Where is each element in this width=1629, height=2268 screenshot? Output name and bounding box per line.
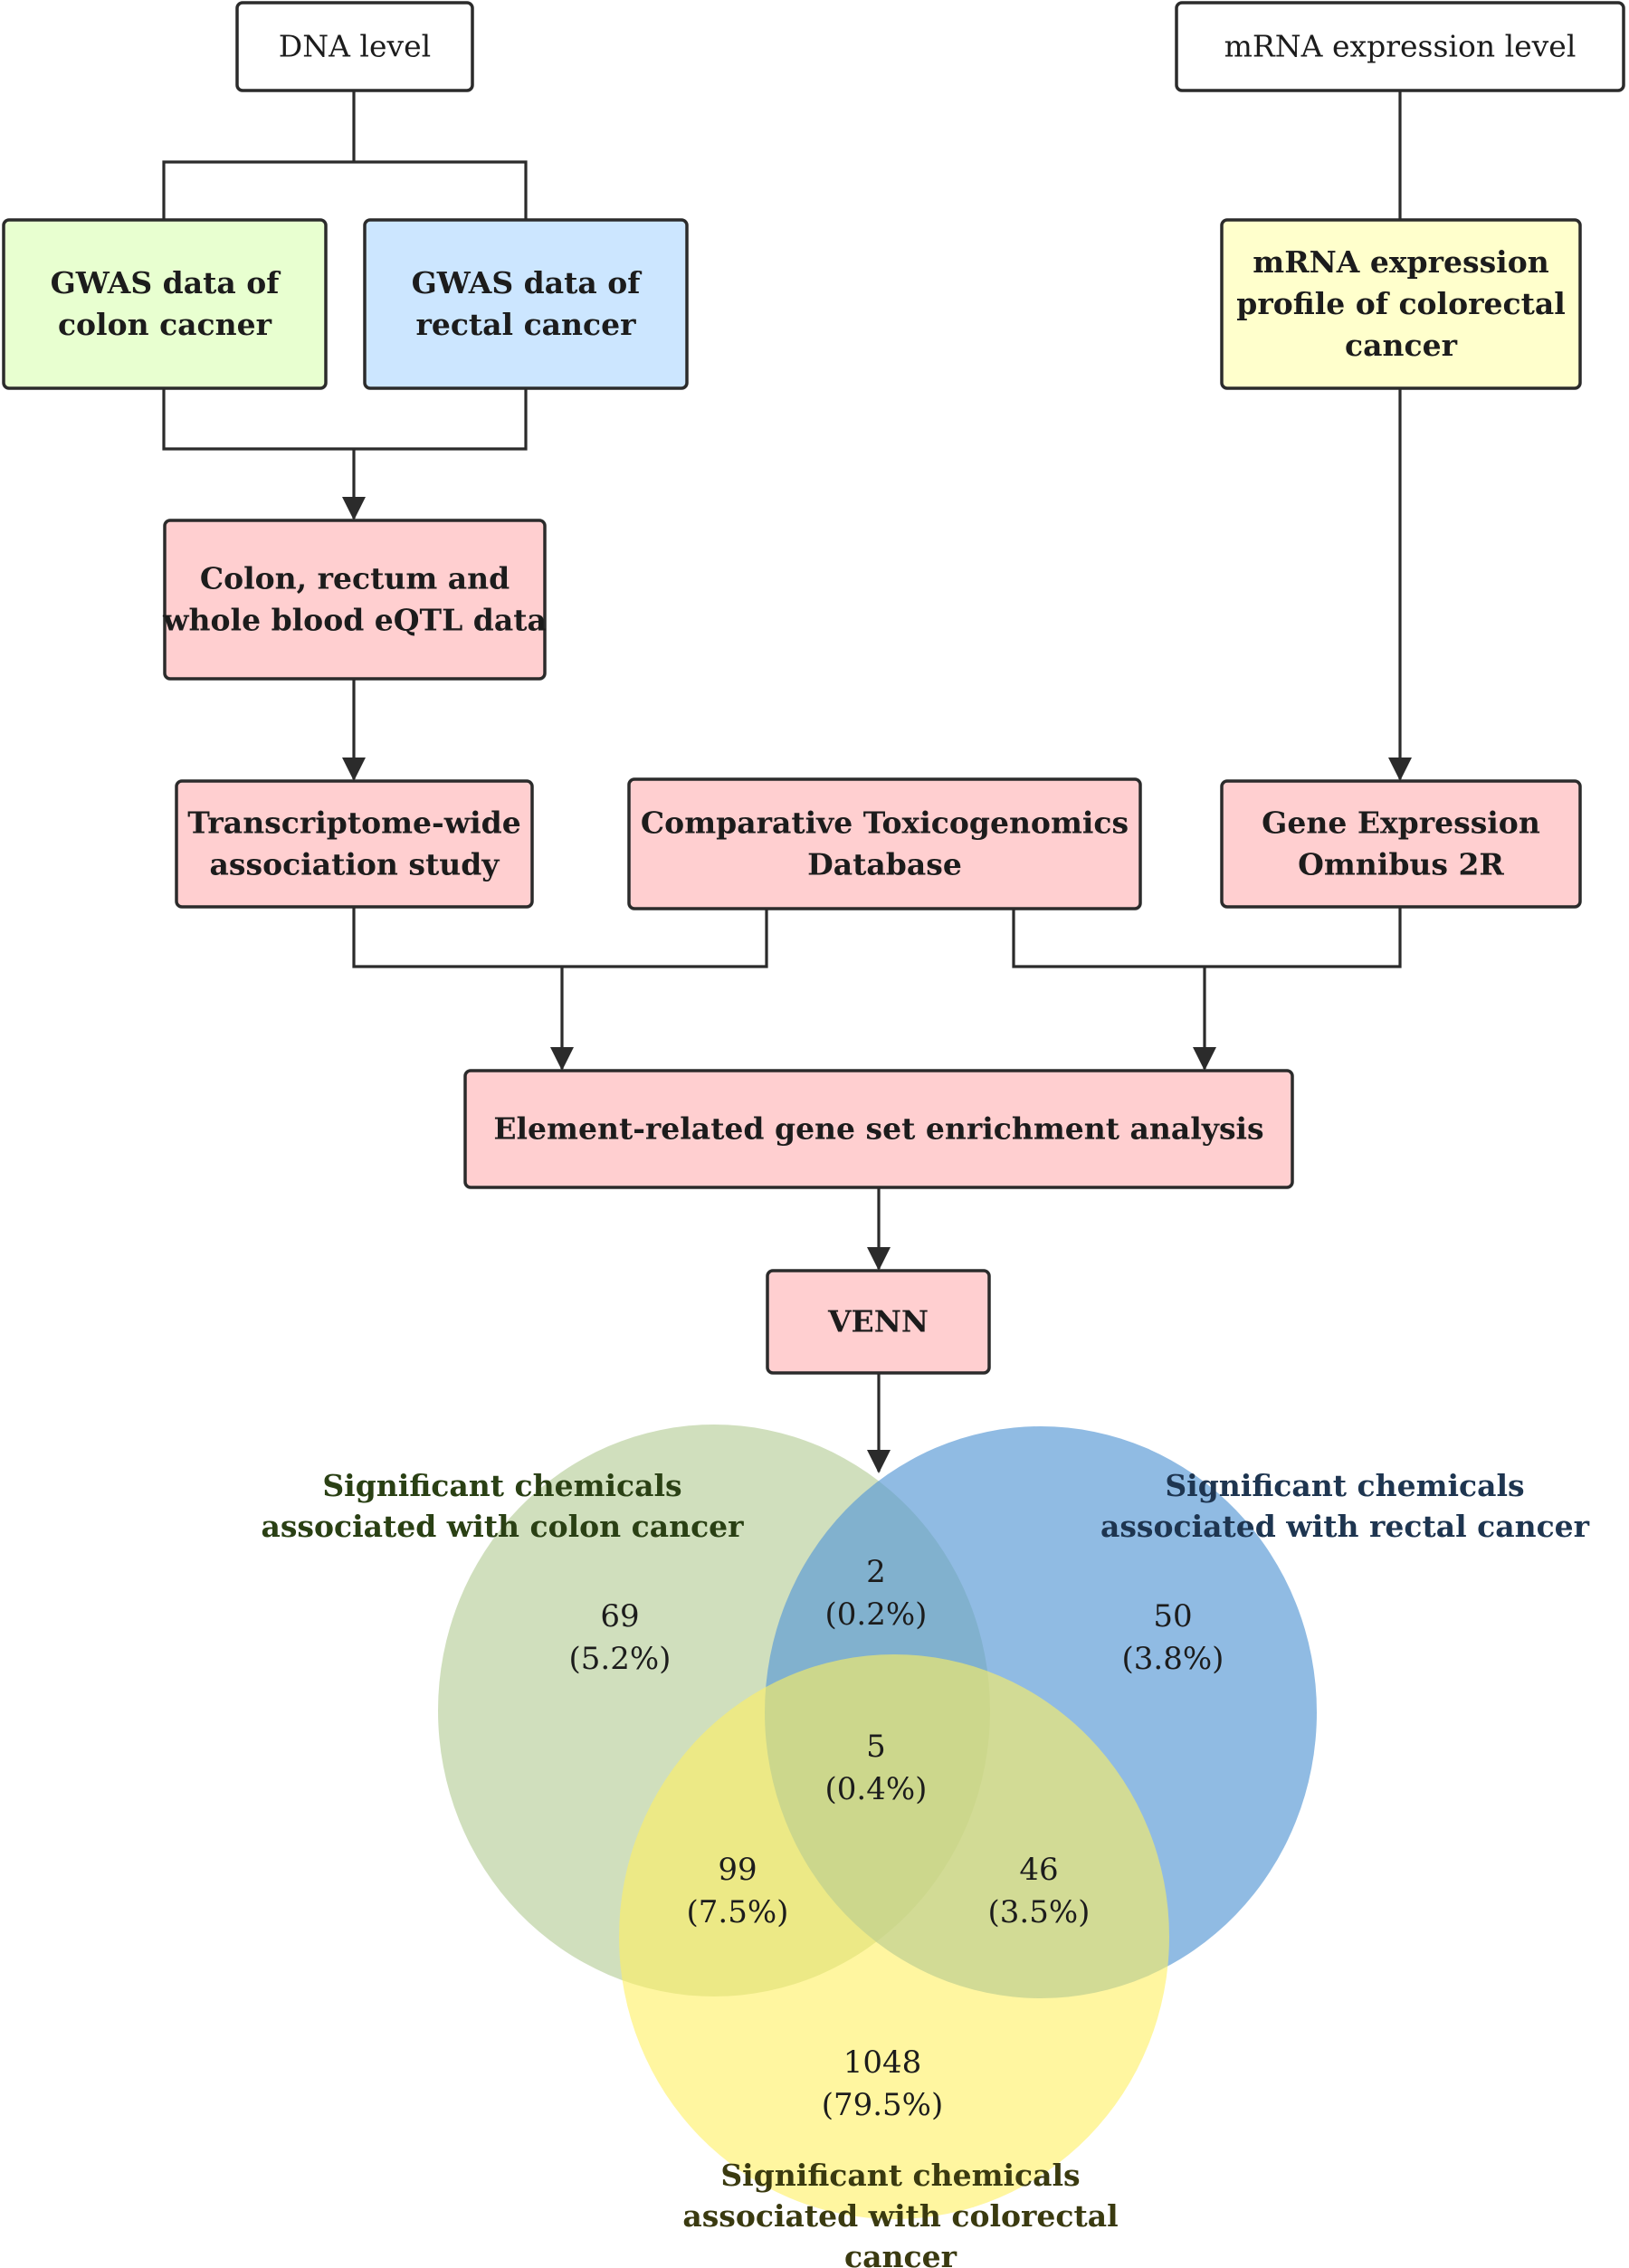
venn-percent-colon-only: (5.2%): [569, 1641, 672, 1677]
venn-region-colon-rectal: 2 (0.2%): [825, 1554, 928, 1633]
venn-diagram: [438, 1425, 1317, 2219]
venn-region-colon-colorectal: 99 (7.5%): [687, 1852, 789, 1930]
venn-region-rectal-only: 50 (3.8%): [1122, 1598, 1224, 1677]
venn-count-colon-only: 69: [600, 1598, 639, 1634]
box-dna-level-label-line: DNA level: [279, 29, 431, 64]
venn-set-label-colon-line: associated with colon cancer: [261, 1509, 744, 1544]
venn-set-label-rectal-line: associated with rectal cancer: [1100, 1509, 1590, 1544]
box-venn-frame: [766, 1269, 991, 1375]
box-eqtl-data-frame: [163, 519, 547, 681]
venn-set-label-colon: Significant chemicals associated with col…: [261, 1468, 744, 1544]
venn-count-rectal-colorectal: 46: [1019, 1852, 1058, 1888]
box-ctd-frame: [627, 777, 1142, 910]
box-mrna-profile-label-line: cancer: [1345, 328, 1458, 363]
venn-count-all-three: 5: [866, 1729, 886, 1765]
venn-set-label-colorectal-line: associated with colorectal: [682, 2198, 1118, 2234]
box-gwas-rectal: GWAS data of rectal cancer: [363, 218, 689, 390]
box-gwas-colon-frame: [2, 218, 328, 390]
venn-percent-rectal-colorectal: (3.5%): [988, 1894, 1091, 1930]
connector-twas-ctd-merge: [352, 907, 768, 968]
box-mrna-level-frame: [1175, 1, 1625, 92]
box-geo-label-line: Omnibus 2R: [1298, 847, 1504, 882]
venn-region-all-three: 5 (0.4%): [825, 1729, 928, 1807]
venn-count-rectal-only: 50: [1153, 1598, 1192, 1634]
box-venn-label-line: VENN: [827, 1304, 929, 1339]
connector-gwas-merge: [162, 388, 528, 451]
box-twas-label-line: Transcriptome-wide: [187, 805, 520, 841]
box-ctd-label-line: Database: [807, 847, 962, 882]
venn-percent-all-three: (0.4%): [825, 1771, 928, 1807]
box-mrna-level-label-line: mRNA expression level: [1224, 29, 1577, 64]
box-eqtl-data-label-line: Colon, rectum and: [200, 561, 510, 596]
box-mrna-profile-label-line: profile of colorectal: [1236, 286, 1565, 321]
box-egsea: Element-related gene set enrichment anal…: [463, 1069, 1294, 1189]
box-gwas-rectal-label-line: GWAS data of: [412, 265, 643, 300]
box-egsea-label-line: Element-related gene set enrichment anal…: [493, 1111, 1263, 1147]
box-gwas-colon-label-line: GWAS data of: [51, 265, 281, 300]
venn-region-colorectal-only: 1048 (79.5%): [822, 2044, 944, 2123]
venn-set-label-colorectal-line: Significant chemicals: [720, 2158, 1080, 2193]
venn-region-colon-only: 69 (5.2%): [569, 1598, 672, 1677]
box-gwas-rectal-label-line: rectal cancer: [415, 307, 636, 342]
box-twas: Transcriptome-wide association study: [175, 779, 534, 909]
venn-percent-colon-rectal: (0.2%): [825, 1596, 928, 1633]
venn-set-label-colon-line: Significant chemicals: [322, 1468, 681, 1503]
box-twas-frame: [175, 779, 534, 909]
box-eqtl-data: Colon, rectum and whole blood eQTL data: [162, 519, 547, 681]
venn-region-rectal-colorectal: 46 (3.5%): [988, 1852, 1091, 1930]
connector-dna-fork: [162, 160, 528, 220]
venn-labels: 69 (5.2%) 2 (0.2%) 50 (3.8%) 5 (0.4%) 99 (7.5%) 46…: [261, 1468, 1589, 2268]
venn-set-label-colorectal-line: cancer: [844, 2239, 957, 2268]
venn-percent-colon-colorectal: (7.5%): [687, 1894, 789, 1930]
venn-set-label-rectal: Significant chemicals associated with rec…: [1100, 1468, 1590, 1544]
venn-count-colon-rectal: 2: [866, 1554, 886, 1590]
venn-percent-colorectal-only: (79.5%): [822, 2087, 944, 2123]
box-mrna-profile-frame: [1220, 218, 1582, 390]
box-twas-label-line: association study: [210, 847, 500, 882]
box-eqtl-data-label-line: whole blood eQTL data: [162, 603, 547, 638]
box-geo-label-line: Gene Expression: [1262, 805, 1540, 841]
venn-count-colon-colorectal: 99: [718, 1852, 757, 1888]
venn-set-label-rectal-line: Significant chemicals: [1165, 1468, 1524, 1503]
venn-circle-colorectal: [619, 1654, 1169, 2219]
box-gwas-rectal-frame: [363, 218, 689, 390]
box-dna-level: DNA level: [235, 1, 474, 92]
box-ctd-label-line: Comparative Toxicogenomics: [641, 805, 1129, 841]
box-venn: VENN: [766, 1269, 991, 1375]
box-egsea-frame: [463, 1069, 1294, 1189]
venn-set-label-colorectal: Significant chemicals associated with col…: [682, 2158, 1118, 2268]
venn-percent-rectal-only: (3.8%): [1122, 1641, 1224, 1677]
box-mrna-profile: mRNA expression profile of colorectal canc…: [1220, 218, 1582, 390]
box-gwas-colon: GWAS data of colon cacner: [2, 218, 328, 390]
box-geo-frame: [1220, 779, 1582, 909]
box-dna-level-frame: [235, 1, 474, 92]
box-mrna-profile-label-line: mRNA expression: [1253, 244, 1548, 280]
venn-count-colorectal-only: 1048: [843, 2044, 922, 2081]
connectors: [162, 91, 1412, 1271]
connector-ctd-geo-merge: [1012, 907, 1402, 968]
box-gwas-colon-label-line: colon cacner: [58, 307, 272, 342]
box-mrna-level: mRNA expression level: [1175, 1, 1625, 92]
